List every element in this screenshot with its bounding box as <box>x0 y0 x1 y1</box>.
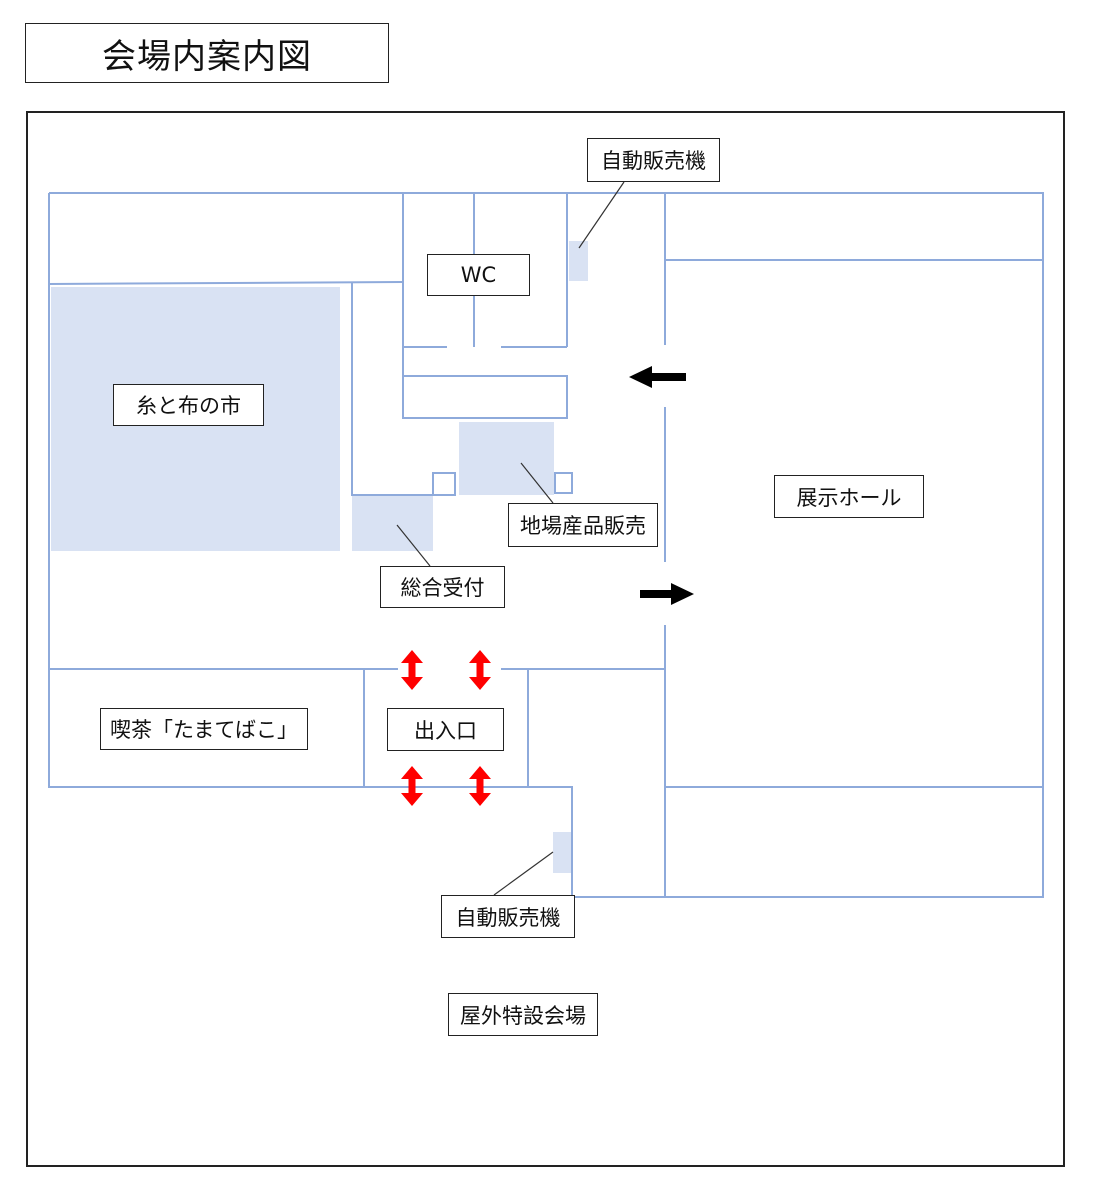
pillar-right <box>554 472 573 494</box>
red-double-arrow-icon <box>401 766 423 806</box>
local-products-area <box>459 422 554 495</box>
label-thread-cloth-market: 糸と布の市 <box>113 384 264 426</box>
map-frame <box>26 111 1065 1167</box>
leader-reception <box>396 524 431 567</box>
label-vending-machine-top: 自動販売機 <box>587 138 720 182</box>
label-reception: 総合受付 <box>380 566 505 608</box>
label-wc: WC <box>427 254 530 296</box>
vending-machine-top-area <box>569 241 588 281</box>
vending-machine-bottom-area <box>553 832 572 873</box>
label-cafe: 喫茶「たまてばこ」 <box>100 708 308 750</box>
label-entrance: 出入口 <box>387 708 504 751</box>
red-double-arrow-icon <box>401 650 423 690</box>
pillar-left <box>432 472 456 496</box>
label-local-products: 地場産品販売 <box>508 503 658 547</box>
map-title: 会場内案内図 <box>25 23 389 83</box>
label-vending-machine-bottom: 自動販売機 <box>441 895 575 938</box>
red-double-arrow-icon <box>469 766 491 806</box>
arrow-left-icon <box>629 366 686 388</box>
red-double-arrow-icon <box>469 650 491 690</box>
leader-lines <box>396 181 625 896</box>
arrow-right-icon <box>640 583 694 605</box>
leader-local-products <box>520 462 554 504</box>
label-exhibition-hall: 展示ホール <box>774 475 924 518</box>
leader-vending-top <box>578 181 625 249</box>
leader-vending-bottom <box>493 851 554 896</box>
reception-area <box>352 495 433 551</box>
label-outdoor-venue: 屋外特設会場 <box>448 993 598 1036</box>
